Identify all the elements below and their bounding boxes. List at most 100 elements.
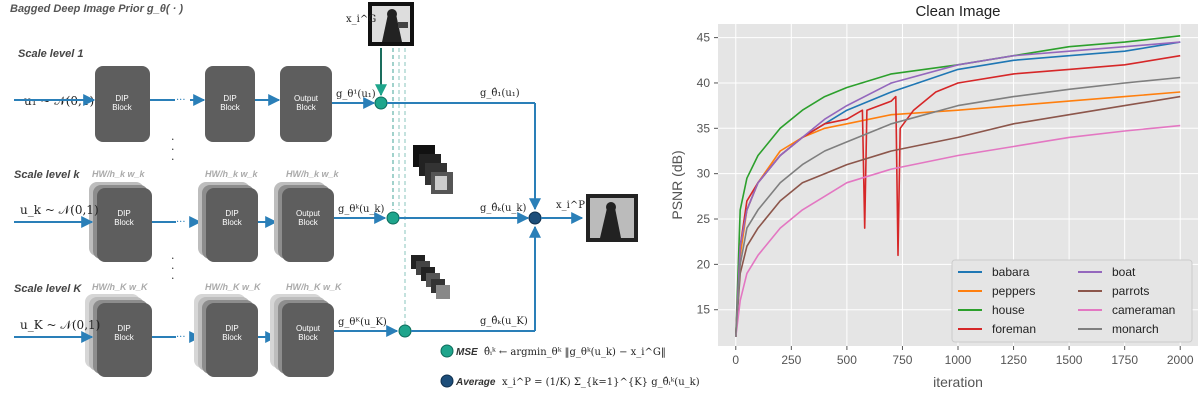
stack-label-K-2: HW/h_K w_K xyxy=(205,282,262,292)
target-label: x_i^G xyxy=(346,14,376,25)
svg-text:Block: Block xyxy=(114,218,135,227)
svg-text:···: ··· xyxy=(176,332,186,343)
scale-label-K: Scale level K xyxy=(14,283,82,295)
row-output-1: g_θ¹(u₁) xyxy=(336,89,376,100)
svg-text:Output: Output xyxy=(296,324,321,333)
svg-text:DIP: DIP xyxy=(225,209,238,218)
y-tick-label-4: 35 xyxy=(697,121,711,135)
x-tick-label-6: 1500 xyxy=(1056,353,1083,367)
svg-text:Output: Output xyxy=(296,209,321,218)
x-tick-label-8: 2000 xyxy=(1167,353,1194,367)
legend-mse-label: MSE xyxy=(456,347,478,358)
scale-label-k: Scale level k xyxy=(14,169,80,181)
scale-label-1: Scale level 1 xyxy=(18,48,83,60)
result-label: x_i^P xyxy=(556,200,585,211)
legend-mse-dot xyxy=(440,344,454,358)
legend-label-peppers: peppers xyxy=(992,284,1035,298)
x-tick-label-4: 1000 xyxy=(945,353,972,367)
hat-output-k: g_θ̂ₖ(u_k) xyxy=(480,203,526,214)
mse-node-1 xyxy=(374,96,388,110)
output-stack-k: Output Block xyxy=(274,182,334,262)
legend-label-house: house xyxy=(992,303,1025,317)
svg-text:DIP: DIP xyxy=(117,209,130,218)
y-tick-label-3: 30 xyxy=(697,167,711,181)
dip-block-1b xyxy=(205,66,255,142)
output-block-1 xyxy=(280,66,332,142)
patch-stack-1 xyxy=(413,145,453,194)
stack-label-k-1: HW/h_k w_k xyxy=(92,169,146,179)
svg-text:·: · xyxy=(171,252,175,265)
x-tick-label-5: 1250 xyxy=(1000,353,1027,367)
svg-text:·: · xyxy=(171,272,175,285)
svg-text:·: · xyxy=(171,262,175,275)
legend-label-boat: boat xyxy=(1112,265,1136,279)
stack-label-k-2: HW/h_k w_k xyxy=(205,169,259,179)
row-output-K: g_θᴷ(u_K) xyxy=(338,317,387,328)
svg-text:Block: Block xyxy=(114,333,135,342)
target-image xyxy=(368,2,414,46)
x-axis-label: iteration xyxy=(933,374,983,390)
mse-node-k xyxy=(386,211,400,225)
chart-title: Clean Image xyxy=(915,3,1000,20)
y-tick-label-0: 15 xyxy=(697,303,711,317)
series-line-boat xyxy=(735,41,1181,337)
y-tick-label-1: 20 xyxy=(697,257,711,271)
legend-label-monarch: monarch xyxy=(1112,322,1159,336)
svg-text:·: · xyxy=(171,143,175,156)
patch-stack-2 xyxy=(411,255,450,299)
y-axis-label: PSNR (dB) xyxy=(669,150,685,219)
legend-mse-formula: θ̂ᵢᵏ ← argmin_θᵏ ‖g_θᵏ(u_k) − x_i^G‖ xyxy=(484,347,666,358)
dip-stack-K1: DIP Block xyxy=(85,294,152,377)
legend-label-babara: babara xyxy=(992,265,1030,279)
svg-text:Output: Output xyxy=(294,94,319,103)
series-line-cameraman xyxy=(735,124,1181,337)
stack-label-K-1: HW/h_K w_K xyxy=(92,282,149,292)
x-tick-label-3: 750 xyxy=(892,353,912,367)
bagged-dip-diagram: Bagged Deep Image Prior g_θ( · ) Scale l… xyxy=(10,2,700,388)
svg-text:DIP: DIP xyxy=(223,94,236,103)
legend-avg-formula: x_i^P = (1/K) Σ_{k=1}^{K} g_θ̂ᵢᵏ(u_k) xyxy=(502,377,700,388)
average-node xyxy=(528,211,542,225)
series-line-monarch xyxy=(735,76,1181,337)
svg-text:DIP: DIP xyxy=(117,324,130,333)
dip-block-1a xyxy=(95,66,150,142)
legend-avg-label: Average xyxy=(455,377,496,388)
dip-stack-K2: DIP Block xyxy=(194,294,258,377)
svg-text:Block: Block xyxy=(298,218,319,227)
y-tick-label-2: 25 xyxy=(697,212,711,226)
dip-stack-k1: DIP Block xyxy=(89,182,152,262)
y-tick-label-6: 45 xyxy=(697,31,711,45)
input-uK: u_K ~ 𝒩(0,1) xyxy=(20,318,100,332)
output-stack-K: Output Block xyxy=(270,294,334,377)
svg-text:Block: Block xyxy=(220,103,241,112)
svg-text:···: ··· xyxy=(176,217,186,228)
dots-row1: ··· xyxy=(176,95,186,106)
row-output-k: g_θᵏ(u_k) xyxy=(338,204,384,215)
x-tick-label-0: 0 xyxy=(732,353,739,367)
svg-text:Block: Block xyxy=(296,103,317,112)
series-lines xyxy=(735,35,1181,337)
chart-legend: babarapeppershouseforemanboatparrotscame… xyxy=(951,259,1193,343)
x-tick-label-7: 1750 xyxy=(1111,353,1138,367)
stack-label-k-3: HW/h_k w_k xyxy=(286,169,340,179)
hat-output-1: g_θ̂₁(u₁) xyxy=(480,88,520,99)
diagram-title: Bagged Deep Image Prior g_θ( · ) xyxy=(10,3,183,15)
series-line-house xyxy=(735,35,1181,337)
svg-text:Block: Block xyxy=(112,103,133,112)
dip-stack-k2: DIP Block xyxy=(198,182,258,262)
dip-block-1a-label: DIP xyxy=(115,94,128,103)
x-tick-label-1: 250 xyxy=(781,353,801,367)
result-image xyxy=(586,194,638,242)
legend-label-foreman: foreman xyxy=(992,322,1036,336)
input-uk: u_k ~ 𝒩(0,1) xyxy=(20,203,99,217)
hat-output-K: g_θ̂ₖ(u_K) xyxy=(480,316,528,327)
legend-label-parrots: parrots xyxy=(1112,284,1149,298)
mse-node-K xyxy=(398,324,412,338)
stack-label-K-3: HW/h_K w_K xyxy=(286,282,343,292)
svg-text:·: · xyxy=(171,153,175,166)
svg-text:·: · xyxy=(171,133,175,146)
